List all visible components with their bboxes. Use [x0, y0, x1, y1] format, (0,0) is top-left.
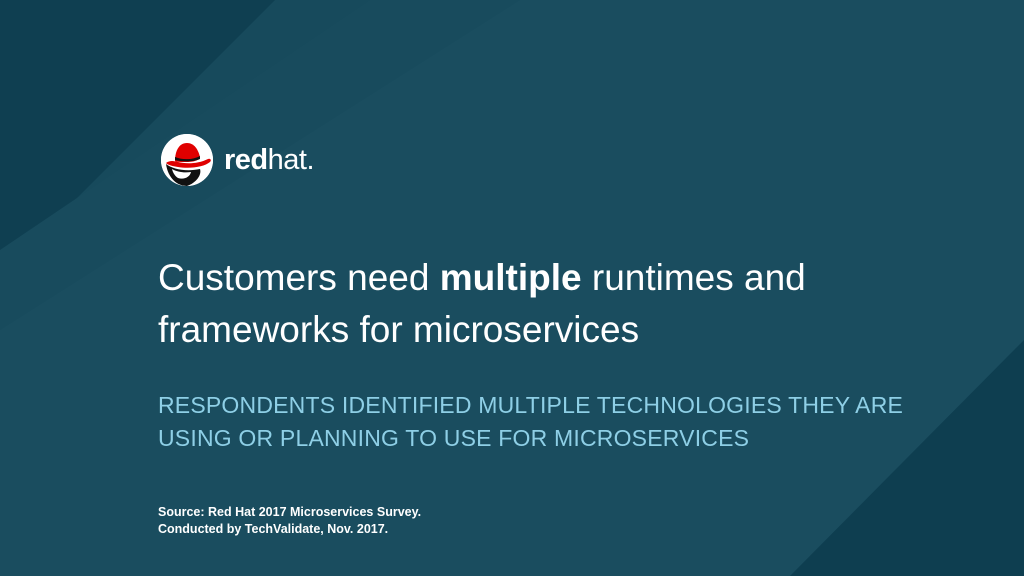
source-line-2: Conducted by TechValidate, Nov. 2017. [158, 522, 389, 536]
wordmark-hat: hat [267, 143, 307, 176]
wordmark-dot: . [306, 143, 315, 176]
bottom-right-triangle [790, 340, 1024, 576]
red-hat-shadowman-icon [161, 134, 213, 186]
source-note: Source: Red Hat 2017 Microservices Surve… [158, 504, 658, 538]
wordmark-red: red [224, 143, 268, 176]
title-part1: Customers need [158, 257, 440, 298]
title-emphasis: multiple [439, 257, 582, 298]
source-line-1: Source: Red Hat 2017 Microservices Surve… [158, 505, 422, 519]
redhat-wordmark: redhat. [224, 143, 315, 176]
title-part2: runtimes and frameworks for microservice… [158, 257, 806, 350]
redhat-logo: redhat. [160, 133, 315, 187]
slide-subtitle: RESPONDENTS IDENTIFIED MULTIPLE TECHNOLO… [158, 392, 904, 451]
slide-title: Customers need multiple runtimes and fra… [158, 252, 978, 356]
